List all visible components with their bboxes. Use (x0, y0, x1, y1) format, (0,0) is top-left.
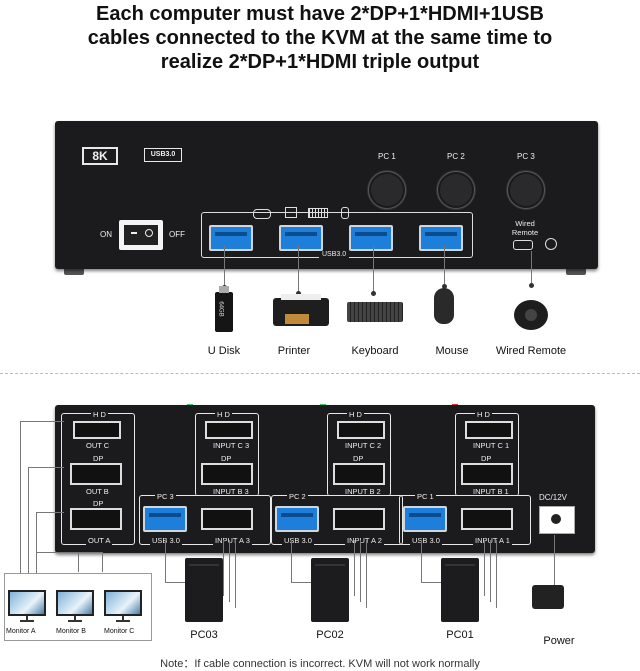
usb-drive-icon (253, 209, 271, 219)
pc02-label: PC02 (316, 629, 344, 641)
mouse-icon (341, 207, 349, 219)
device-label-printer: Printer (277, 345, 311, 357)
device-label-udisk: U Disk (207, 345, 241, 357)
power-switch[interactable] (119, 220, 163, 250)
pc03-tower (185, 558, 223, 622)
usb-port-3[interactable] (349, 225, 393, 251)
badge-usb3: USB3.0 (144, 148, 182, 162)
wired-remote-label: Wired Remote (511, 219, 539, 237)
usb-input-pc1[interactable] (403, 506, 447, 532)
monitor-a-label: Monitor A (6, 628, 36, 635)
dp-out-a[interactable] (70, 508, 122, 530)
wired-remote-image (514, 300, 548, 330)
monitor-b-image (56, 590, 94, 616)
pc3-button[interactable] (507, 171, 545, 209)
pc01-tower (441, 558, 479, 622)
cable-udisk (224, 246, 225, 290)
power-adapter-image (532, 585, 564, 609)
kvm-front-panel: 8K USB3.0 ON OFF PC 1 PC 2 PC 3 USB3.0 W… (55, 121, 598, 269)
dc-power-jack[interactable] (539, 506, 575, 534)
dp-out-b[interactable] (70, 463, 122, 485)
pc01-label: PC01 (446, 629, 474, 641)
pc1-button[interactable] (368, 171, 406, 209)
monitor-c-label: Monitor C (104, 628, 135, 635)
dp-input-a1[interactable] (461, 508, 513, 530)
front-foot-left (64, 267, 84, 275)
power-port-label: DC/12V (539, 493, 568, 502)
dp-input-a3[interactable] (201, 508, 253, 530)
keyboard-icon (308, 208, 328, 218)
power-off-label: OFF (169, 230, 185, 239)
device-label-keyboard: Keyboard (351, 345, 399, 357)
pc3-label: PC 3 (517, 152, 535, 161)
monitor-b-label: Monitor B (56, 628, 86, 635)
usb-port-1[interactable] (209, 225, 253, 251)
dp-input-b1[interactable] (461, 463, 513, 485)
hdmi-input-c2[interactable] (337, 421, 385, 439)
printer-image (273, 294, 329, 326)
remote-port[interactable] (513, 240, 533, 250)
dp-input-a2[interactable] (333, 508, 385, 530)
cable-keyboard (373, 246, 374, 296)
remote-icon (545, 238, 557, 250)
hdmi-input-c3[interactable] (205, 421, 253, 439)
dp-input-b2[interactable] (333, 463, 385, 485)
badge-8k: 8K (82, 147, 118, 165)
cable-remote (531, 251, 532, 287)
cable-mouse (444, 246, 445, 288)
power-on-label: ON (100, 230, 112, 239)
pc1-label: PC 1 (378, 152, 396, 161)
keyboard-image (347, 302, 403, 322)
usb-port-4[interactable] (419, 225, 463, 251)
monitor-a-image (8, 590, 46, 616)
footnote: Note：If cable connection is incorrect. K… (160, 658, 480, 670)
hdmi-input-c1[interactable] (465, 421, 513, 439)
kvm-rear-panel: H D OUT C DP OUT B DP OUT A H D INPUT C … (55, 405, 595, 553)
front-foot-right (566, 267, 586, 275)
dp-input-b3[interactable] (201, 463, 253, 485)
udisk-image: 64GB (215, 286, 233, 332)
monitor-c-image (104, 590, 142, 616)
headline-line-3: realize 2*DP+1*HDMI triple output (160, 51, 480, 73)
mouse-image (434, 288, 454, 324)
pc03-label: PC03 (190, 629, 218, 641)
usb-input-pc2[interactable] (275, 506, 319, 532)
headline-line-1: Each computer must have 2*DP+1*HDMI+1USB (96, 3, 544, 25)
usb-input-pc3[interactable] (143, 506, 187, 532)
hdmi-out-c[interactable] (73, 421, 121, 439)
section-divider (0, 373, 640, 374)
headline: Each computer must have 2*DP+1*HDMI+1USB… (0, 2, 640, 74)
power-label: Power (543, 635, 575, 647)
device-label-wired-remote: Wired Remote (495, 345, 567, 357)
headline-line-2: cables connected to the KVM at the same … (87, 27, 553, 49)
pc02-tower (311, 558, 349, 622)
cable-printer (298, 246, 299, 296)
pc2-button[interactable] (437, 171, 475, 209)
usb-group-label: USB3.0 (319, 251, 350, 258)
usb-port-2[interactable] (279, 225, 323, 251)
device-label-mouse: Mouse (435, 345, 469, 357)
pc2-label: PC 2 (447, 152, 465, 161)
